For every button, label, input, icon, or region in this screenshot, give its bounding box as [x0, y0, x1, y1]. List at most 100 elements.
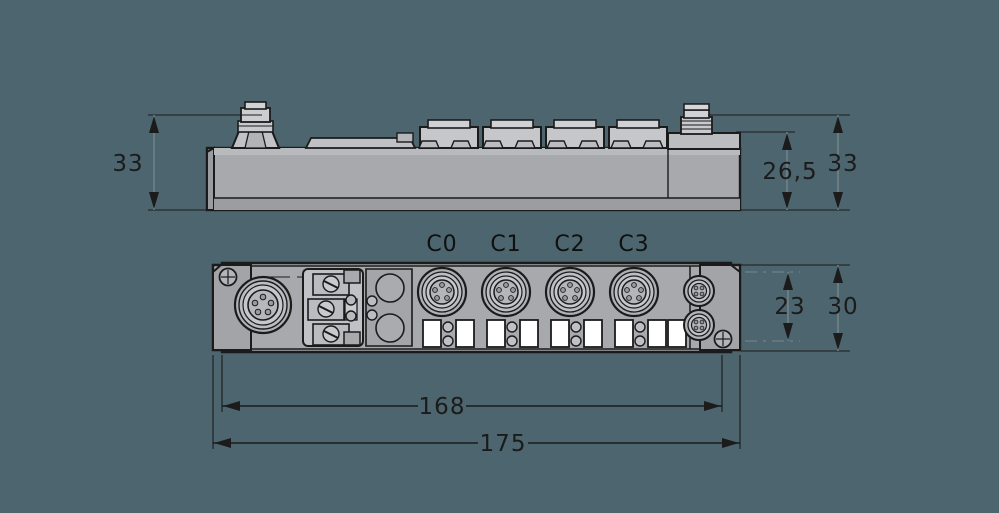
side-body-top-highlight	[214, 148, 740, 155]
arrow-up-left	[149, 116, 159, 133]
arrow-right-168	[704, 401, 721, 411]
channel-block-top-1	[490, 119, 534, 129]
terminal-led-1	[345, 294, 357, 306]
arrow-down-23	[783, 323, 793, 340]
channel-2-pin-3	[574, 287, 580, 293]
channel-0-led-lower	[442, 335, 454, 347]
m12-pin-4	[254, 308, 262, 316]
channel-0-pin-5	[444, 295, 450, 301]
channel-3-pin-4	[626, 295, 632, 301]
side-body-lower-strip	[214, 198, 740, 210]
channel-group-2: C2	[544, 232, 603, 348]
terminal-screw-slot-1	[323, 280, 339, 289]
dimension-side-inner-height: 26,5	[736, 131, 850, 211]
channel-0-pin-3	[446, 287, 452, 293]
channel-2-label-right	[583, 319, 603, 348]
hex-nut-facet	[244, 130, 267, 149]
channel-2-label-left	[550, 319, 570, 348]
connector-cap	[244, 101, 267, 110]
terminal-led-2	[345, 310, 357, 322]
right-end-raised	[667, 132, 741, 150]
channel-label-c3: C3	[618, 232, 649, 257]
dim-label-side-inner-height: 26,5	[762, 159, 817, 185]
m8-connector-lower	[683, 309, 715, 341]
m12-power-connector-face	[233, 275, 293, 335]
led-bump-7	[609, 140, 633, 149]
dim-label-inner-width: 168	[419, 394, 466, 420]
channel-block-top-2	[553, 119, 597, 129]
arrow-right-175	[722, 438, 739, 448]
channel-3-label-left	[614, 319, 634, 348]
arrow-up-30	[833, 266, 843, 283]
arrow-down-left	[149, 192, 159, 209]
arrow-up-inner	[782, 133, 792, 150]
dimension-side-left-height: 33	[112, 114, 262, 211]
m8-lower-pin-2	[699, 319, 705, 325]
channel-0-label-right	[455, 319, 475, 348]
channel-label-c1: C1	[490, 232, 521, 257]
channel-3-led-lower	[634, 335, 646, 347]
channel-2-pin-2	[560, 287, 566, 293]
channel-0-label-left	[422, 319, 442, 348]
arrow-left-168	[223, 401, 240, 411]
channel-2-led-upper	[570, 321, 582, 333]
arrow-down-inner	[782, 192, 792, 209]
channel-label-c0: C0	[426, 232, 457, 257]
terminal-clamp-top	[343, 269, 361, 284]
side-led-bumps	[417, 140, 665, 149]
led-bump-6	[577, 140, 601, 149]
side-right-end-block	[667, 103, 741, 198]
dimension-bottom-inner-height: 23	[745, 271, 805, 342]
m12-pin-5	[264, 308, 272, 316]
status-led-small-lower	[366, 309, 378, 321]
channel-0-pin-4	[434, 295, 440, 301]
channel-label-c2: C2	[554, 232, 585, 257]
m8-upper-carrier	[690, 282, 708, 300]
channel-block-top-0	[427, 119, 471, 129]
m8-upper-pin-2	[699, 285, 705, 291]
channel-2-pin-5	[572, 295, 578, 301]
m8-lower-pin-3	[693, 325, 699, 331]
channel-3-led-upper	[634, 321, 646, 333]
channel-block-top-3	[616, 119, 660, 129]
channel-group-1: C1	[480, 232, 539, 348]
channel-1-pin-1	[503, 282, 509, 288]
dim-label-bottom-inner: 23	[774, 294, 805, 320]
side-small-tab	[396, 132, 414, 143]
m8-upper-pin-4	[699, 291, 705, 297]
channel-1-pin-4	[498, 295, 504, 301]
channel-1-pin-2	[496, 287, 502, 293]
m8-thread-band	[680, 116, 713, 135]
channel-3-label-right	[647, 319, 667, 348]
side-m12-power-connector	[230, 101, 281, 149]
channel-2-pin-4	[562, 295, 568, 301]
channel-0-pin-2	[432, 287, 438, 293]
led-bump-2	[449, 140, 473, 149]
arrow-left-175	[214, 438, 231, 448]
arrow-up-23	[783, 273, 793, 290]
m8-cap-top	[683, 103, 710, 111]
arrow-down-30	[833, 333, 843, 350]
channel-1-label-right	[519, 319, 539, 348]
channel-1-led-upper	[506, 321, 518, 333]
dim-label-side-right-height: 33	[827, 151, 858, 177]
channel-group-3: C3	[608, 232, 687, 348]
channel-group-0: C0	[416, 232, 475, 348]
m12-pin-2	[251, 299, 259, 307]
led-bump-3	[481, 140, 505, 149]
m8-lower-carrier	[690, 316, 708, 334]
m12-pin-1	[259, 293, 267, 301]
arrow-up-right	[833, 116, 843, 133]
led-bump-1	[417, 140, 441, 149]
dimension-total-width: 175	[212, 355, 741, 457]
dimension-side-right-height: 33	[708, 114, 858, 210]
channel-2-pin-1	[567, 282, 573, 288]
m8-lower-pin-1	[693, 319, 699, 325]
dimension-inner-width: 168	[221, 355, 723, 420]
m8-cap-upper	[683, 109, 710, 119]
channel-0-pin-1	[439, 282, 445, 288]
status-led-group	[365, 268, 413, 347]
channel-3-pin-2	[624, 287, 630, 293]
